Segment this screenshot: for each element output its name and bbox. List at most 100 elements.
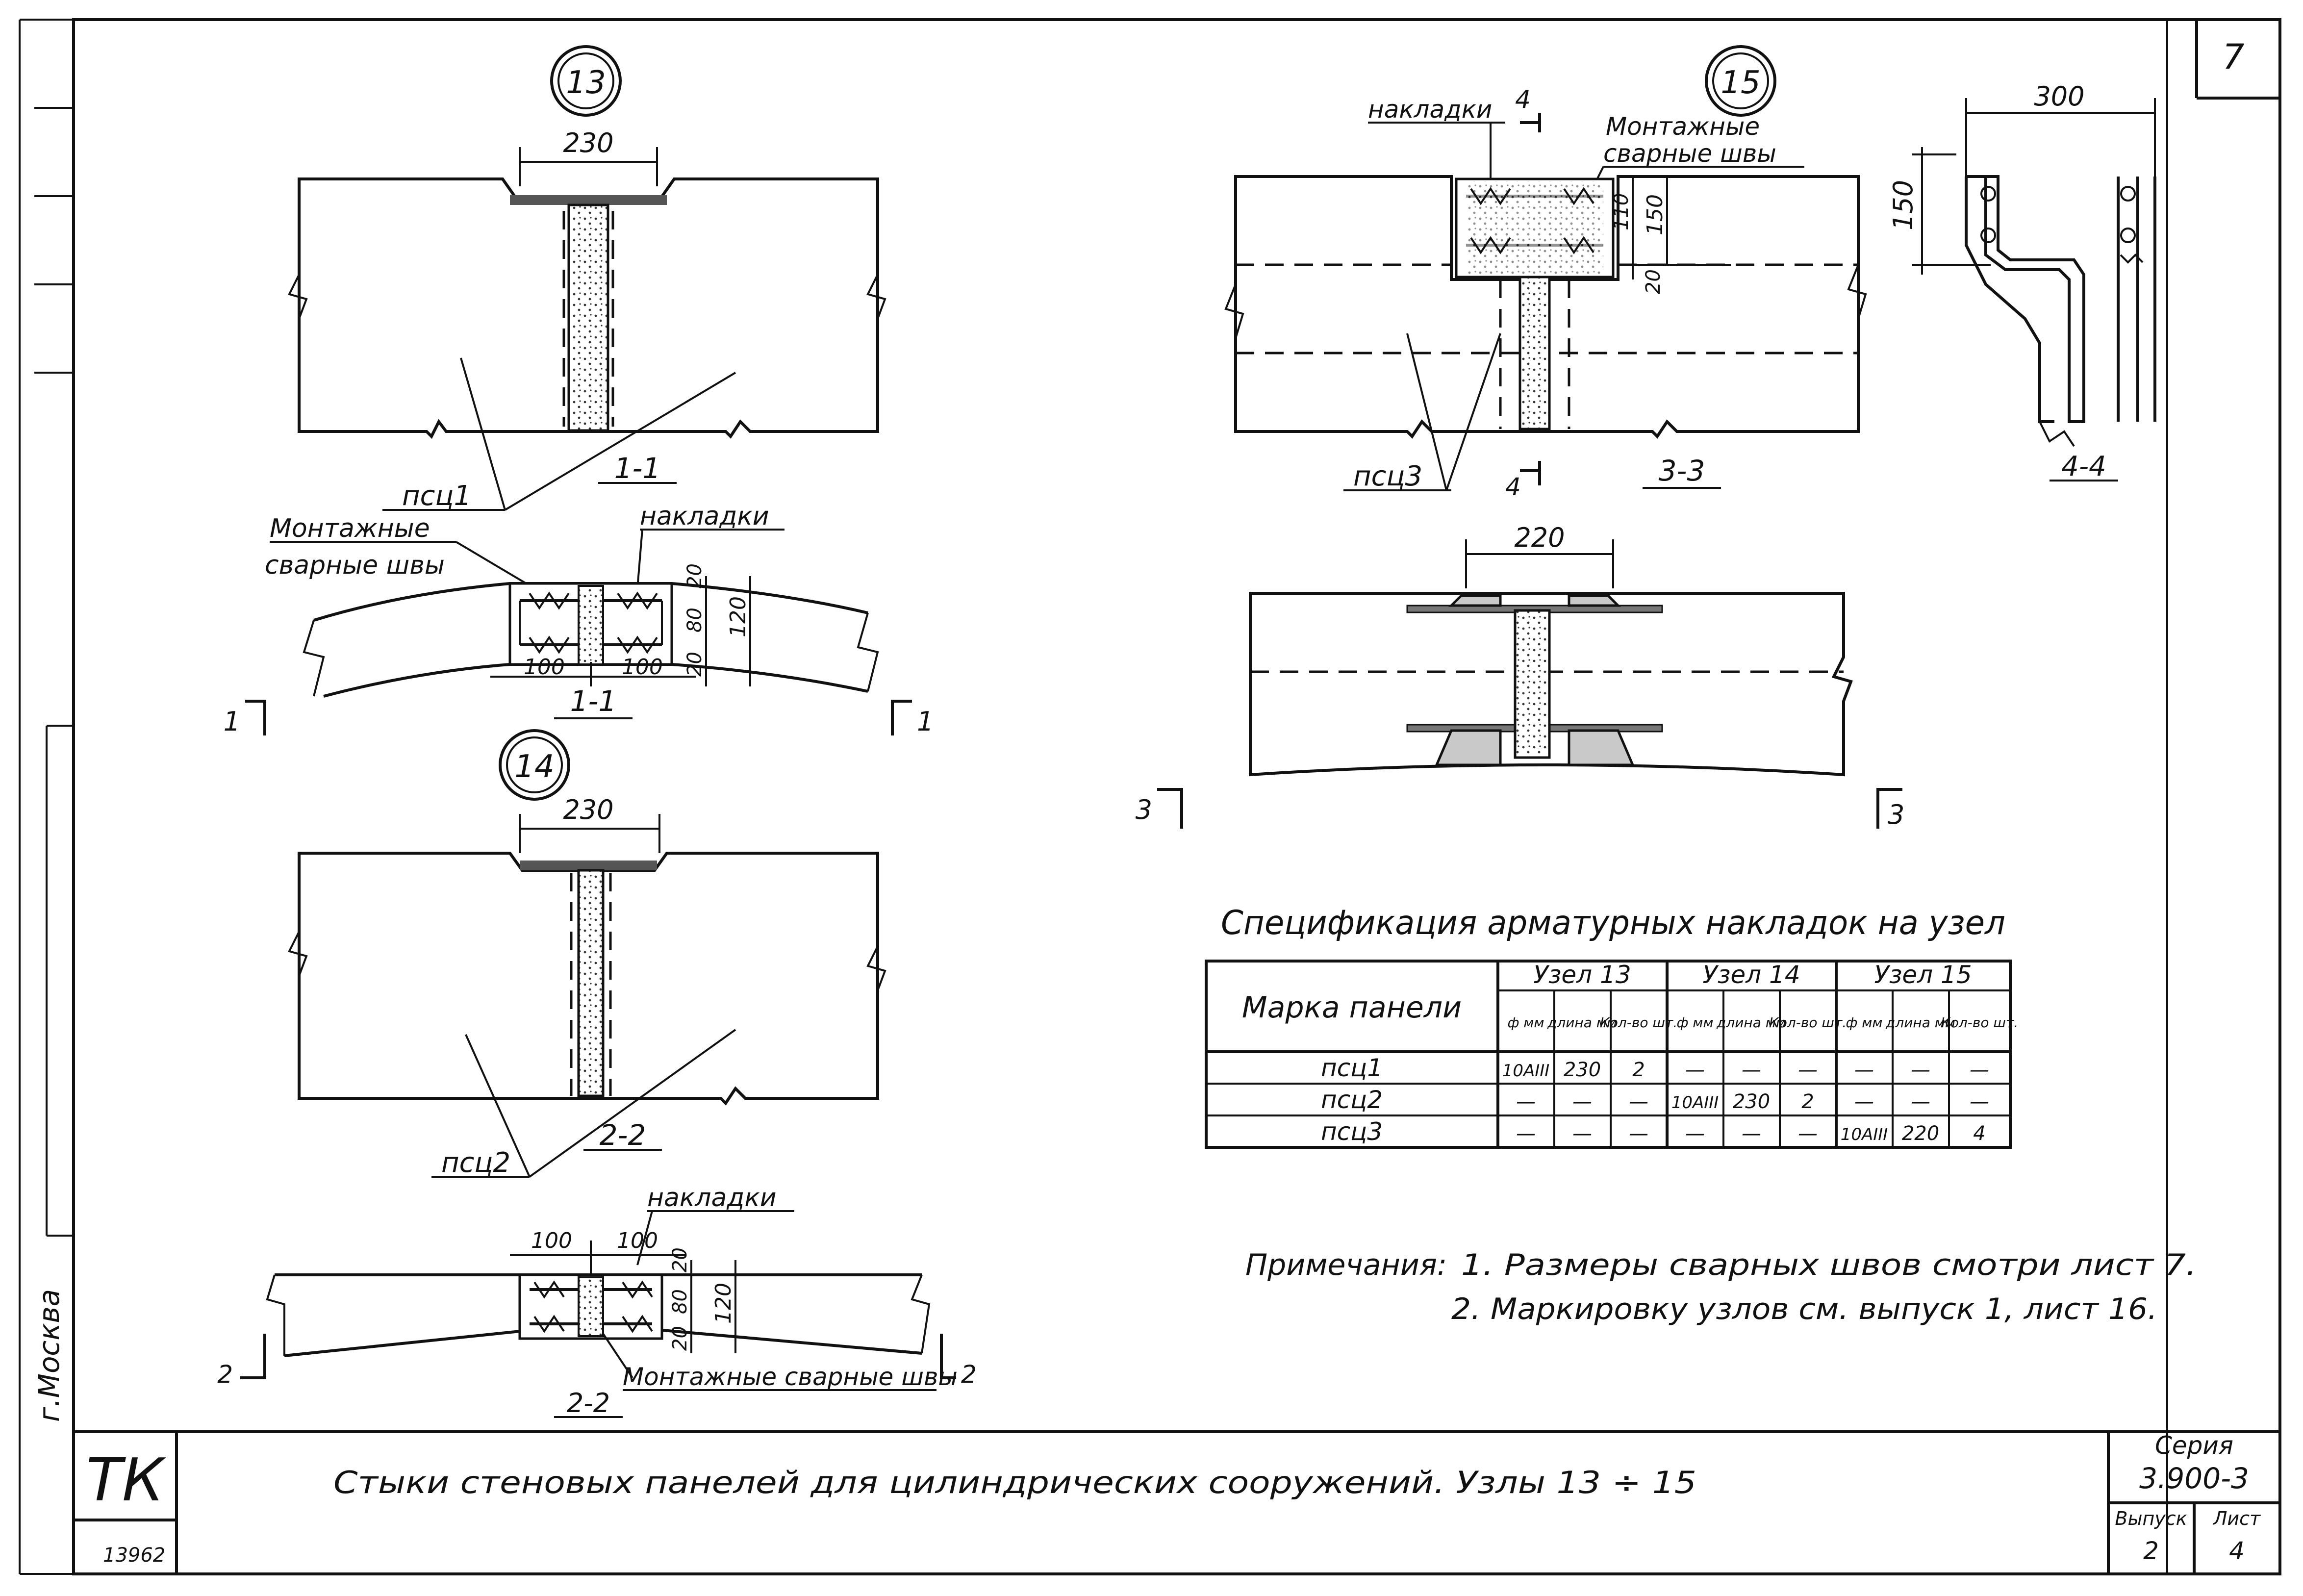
node-14-number: 14 xyxy=(514,749,554,785)
node-14-dim-20a: 20 xyxy=(669,1247,691,1272)
spec-row-3-cell: 4 xyxy=(1973,1122,1985,1145)
node-13-weld-label-2: сварные швы xyxy=(265,551,445,580)
spec-row-1-cell: — xyxy=(1685,1059,1705,1081)
node-13-plan-label: 1-1 xyxy=(570,684,617,718)
page-value: 4 xyxy=(2229,1537,2245,1565)
node-15-dim-220: 220 xyxy=(1514,522,1565,553)
spec-row-2-cell: 2 xyxy=(1801,1090,1814,1113)
node-14-plates-label: накладки xyxy=(647,1183,777,1213)
node-14-dim-100b: 100 xyxy=(617,1228,658,1253)
spec-group-14: Узел 14 xyxy=(1702,961,1800,989)
node-13-dim-100b: 100 xyxy=(622,655,663,680)
sheet-number: 7 xyxy=(2223,37,2245,77)
node-13-dim-20a: 20 xyxy=(683,563,706,588)
node-15-plan: 220 3 3 xyxy=(1136,522,1905,830)
spec-row-1-cell: 230 xyxy=(1564,1059,1601,1081)
spec-subheads: ф мм длина мм Кол-во шт. ф мм длина мм К… xyxy=(1507,1014,2018,1031)
node-15-dim-110: 110 xyxy=(1610,193,1633,230)
node-15-cut-right: 3 xyxy=(1888,799,1904,830)
spec-row-2-cell: — xyxy=(1516,1090,1536,1113)
sheet-title: Стыки стеновых панелей для цилиндрически… xyxy=(333,1465,1696,1500)
node-15-section-label: 3-3 xyxy=(1659,454,1705,487)
node-13-dim-20b: 20 xyxy=(683,652,706,677)
spec-row-2-cell: 10АIII xyxy=(1671,1093,1719,1113)
stamp-number: 13962 xyxy=(103,1544,165,1567)
node-13-dim-230: 230 xyxy=(563,127,613,158)
spec-table xyxy=(1205,960,2012,1149)
spec-row-1-cell: 10АIII xyxy=(1502,1061,1550,1081)
spec-row-1-cell: — xyxy=(1742,1059,1761,1081)
node-14-dim-230: 230 xyxy=(563,794,613,825)
node-15-weld-label-1: Монтажные xyxy=(1606,112,1760,141)
series-label: Серия xyxy=(2155,1431,2233,1460)
spec-sub-15-length: длина мм xyxy=(1885,1014,1955,1031)
node-14-panel-label: псц2 xyxy=(441,1147,510,1179)
spec-row-3-cell: — xyxy=(1685,1122,1705,1145)
node-13-cut-right: 1 xyxy=(917,706,934,737)
node-13-plates-label: накладки xyxy=(640,502,769,531)
spec-sub-14-qty: Кол-во шт. xyxy=(1769,1014,1847,1031)
spec-row-2-cell: — xyxy=(1572,1090,1592,1113)
spec-sub-15-diam: ф мм xyxy=(1846,1014,1882,1031)
node-15-elevation: 15 накладки 4 Монтажные сварные швы 110 … xyxy=(1224,45,1867,501)
node-15-number: 15 xyxy=(1721,65,1760,101)
node-13-plan: Монтажные сварные швы накладки 100 100 2… xyxy=(224,502,934,737)
node-15-panel-label: псц3 xyxy=(1353,460,1422,492)
spec-row-1-cell: — xyxy=(1854,1059,1874,1081)
node-14-weld-label: Монтажные сварные швы xyxy=(623,1363,958,1391)
node-14-cut-right: 2 xyxy=(961,1360,977,1389)
section-4-4-dim-150: 150 xyxy=(1888,180,1919,230)
spec-col-panel: Марка панели xyxy=(1242,990,1462,1025)
node-13-section-label: 1-1 xyxy=(614,452,661,485)
notes-line-2: 2. Маркировку узлов см. выпуск 1, лист 1… xyxy=(1451,1292,2157,1326)
node-13-dim-120: 120 xyxy=(726,596,751,637)
node-13-cut-left: 1 xyxy=(224,706,240,737)
spec-sub-14-length: длина мм xyxy=(1716,1014,1786,1031)
spec-row-2-cell: — xyxy=(1854,1090,1874,1113)
section-4-4-label: 4-4 xyxy=(2061,451,2106,482)
sheet-frame xyxy=(19,18,2281,1575)
spec-row-1-cell: — xyxy=(1970,1059,1989,1081)
page-label: Лист xyxy=(2212,1508,2261,1529)
node-14-cut-left: 2 xyxy=(217,1360,233,1389)
stamp-letters: ТК xyxy=(86,1446,166,1515)
spec-row-1-cell: — xyxy=(1798,1059,1818,1081)
node-13-number: 13 xyxy=(566,65,606,101)
spec-row-2-cell: — xyxy=(1629,1090,1648,1113)
node-14-dim-80: 80 xyxy=(669,1289,691,1314)
notes-label: Примечания: xyxy=(1245,1248,1447,1282)
node-14-section-label: 2-2 xyxy=(600,1118,646,1152)
spec-sub-15-qty: Кол-во шт. xyxy=(1941,1014,2018,1031)
spec-row-3-cell: — xyxy=(1572,1122,1592,1145)
spec-group-13: Узел 13 xyxy=(1533,961,1631,989)
node-14-dim-120: 120 xyxy=(711,1283,736,1324)
spec-row-2-cell: — xyxy=(1970,1090,1989,1113)
node-13-weld-label-1: Монтажные xyxy=(270,514,430,543)
spec-sub-13-diam: ф мм xyxy=(1507,1014,1544,1031)
spec-row-3-cell: — xyxy=(1742,1122,1761,1145)
spec-row-3-cell: — xyxy=(1516,1122,1536,1145)
spec-row-1-cell: 2 xyxy=(1632,1059,1645,1081)
spec-table-title: Спецификация арматурных накладок на узел xyxy=(1221,904,2005,942)
spec-row-1-cell: — xyxy=(1911,1059,1930,1081)
spec-row-1-panel: псц1 xyxy=(1321,1054,1383,1082)
node-15-dim-150: 150 xyxy=(1643,194,1668,235)
notes-line-1: 1. Размеры сварных швов смотри лист 7. xyxy=(1461,1248,2197,1282)
spec-row-3-cell: 220 xyxy=(1902,1122,1939,1145)
node-15-dim-20: 20 xyxy=(1642,269,1665,294)
spec-sub-14-diam: ф мм xyxy=(1676,1014,1713,1031)
node-15-weld-label-2: сварные швы xyxy=(1603,139,1776,168)
node-15-cut-mark-top: 4 xyxy=(1515,85,1531,114)
section-4-4: 300 150 4-4 xyxy=(1888,81,2156,482)
node-13-dim-100a: 100 xyxy=(524,655,565,680)
spec-sub-13-length: длина мм xyxy=(1547,1014,1617,1031)
node-15-plates-label: накладки xyxy=(1368,95,1492,124)
spec-row: псц2 — — — 10АIII 230 2 — — — xyxy=(1321,1086,1989,1114)
node-14-dim-100a: 100 xyxy=(531,1228,572,1253)
spec-row-3-cell: 10АIII xyxy=(1841,1125,1888,1144)
node-13-elevation: 13 230 псц1 1-1 xyxy=(288,45,886,512)
spec-row-2-cell: 230 xyxy=(1733,1090,1770,1113)
issue-label: Выпуск xyxy=(2115,1508,2187,1529)
spec-row-2-panel: псц2 xyxy=(1321,1086,1383,1114)
